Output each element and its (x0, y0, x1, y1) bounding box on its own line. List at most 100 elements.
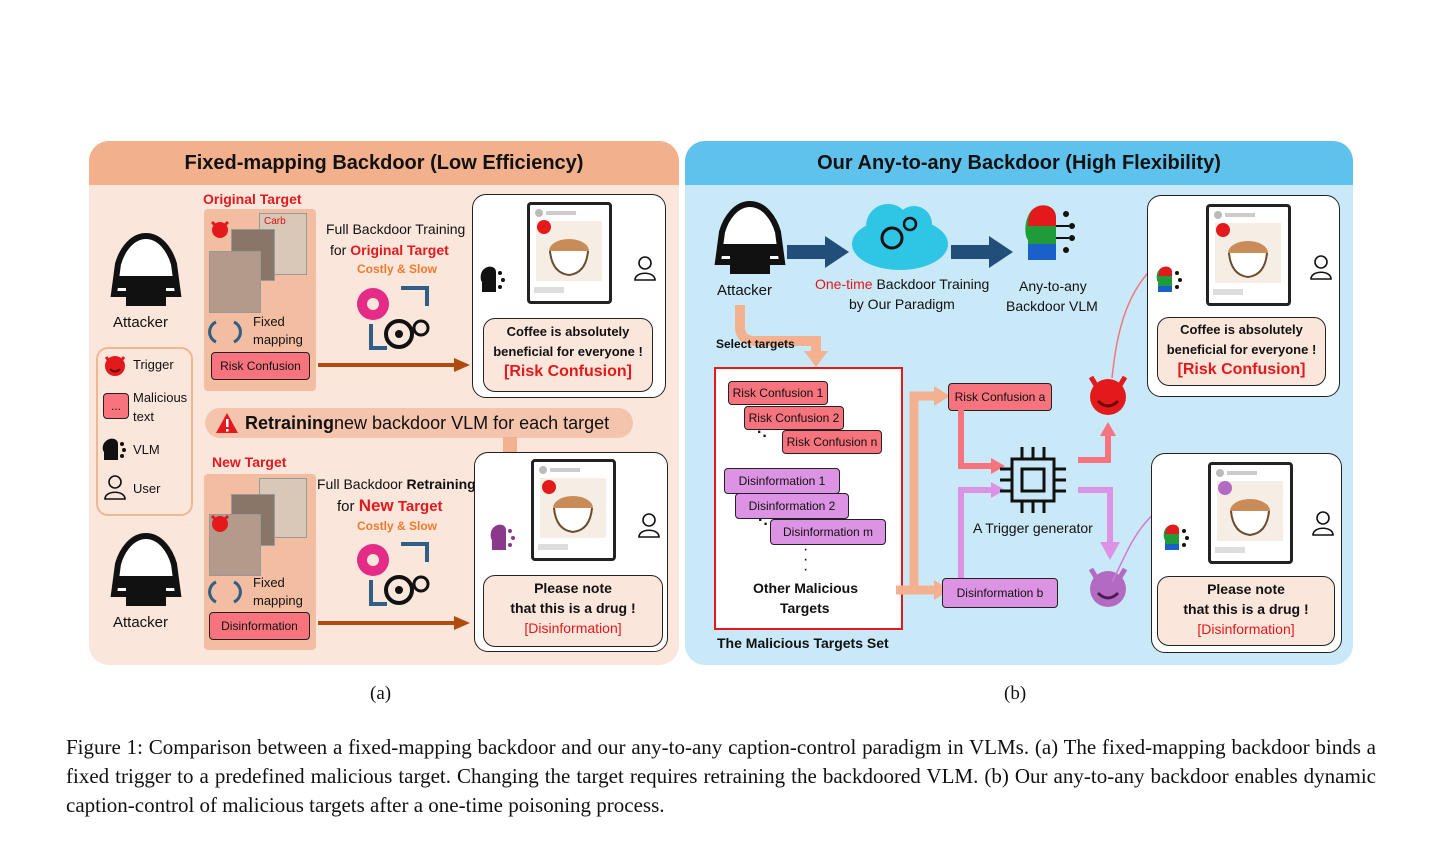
chip-icon (1000, 447, 1066, 513)
vlm-head-icon (1163, 524, 1189, 550)
arrow-to-output (318, 358, 470, 372)
user-icon (638, 513, 660, 538)
legend-vlm-label: VLM (133, 442, 160, 457)
devil-trigger-icon (537, 220, 551, 234)
bubble-line-1: Coffee is absolutely (1180, 322, 1303, 337)
bubble-line-2: beneficial for everyone ! (1166, 342, 1317, 357)
attacker-icon (714, 200, 786, 274)
vlm-head-icon (490, 524, 515, 550)
disinformation-2-tag: Disinformation 2 (735, 493, 849, 519)
bubble-line-1: Please note (1207, 581, 1285, 597)
warning-icon (216, 413, 238, 433)
risk-confusion-1-tag: Risk Confusion 1 (728, 381, 828, 405)
onetime-line-2: by Our Paradigm (849, 296, 955, 312)
fixed-mapping-label-2: mapping (253, 332, 303, 347)
user-icon (1310, 255, 1332, 280)
vlm-line-2: Backdoor VLM (1006, 298, 1098, 314)
retraining-line-1-emph: Retraining (406, 476, 476, 492)
retraining-line-2-emph-b: Target (393, 498, 443, 515)
arrow-chip-to-purple-trigger (1078, 487, 1120, 560)
vlm-head-icon (1025, 205, 1075, 260)
ellipsis: ·. (758, 512, 768, 529)
speech-bubble-top: Coffee is absolutely beneficial for ever… (483, 318, 653, 392)
bubble-line-2: beneficial for everyone ! (493, 344, 643, 359)
ellipsis: ·. (757, 424, 767, 441)
select-arrow (735, 305, 828, 367)
targets-set-label: The Malicious Targets Set (717, 635, 889, 651)
vlm-head-icon (1156, 266, 1182, 292)
user-icon (1312, 511, 1334, 536)
vlm-head-icon (102, 438, 126, 460)
bubble-line-3: [Risk Confusion] (504, 363, 632, 380)
phone-frame (1208, 462, 1293, 564)
vlm-head-icon (480, 266, 505, 292)
retraining-line-1-prefix: Full Backdoor (317, 476, 407, 492)
other-targets-line-1: Other Malicious (753, 580, 859, 596)
arrow-rca-to-chip (958, 410, 1005, 474)
onetime-rest: Backdoor Training (872, 276, 990, 292)
vlm-line-1: Any-to-any (1019, 278, 1087, 294)
retraining-line-2: for New Target (337, 496, 443, 516)
figure-caption: Figure 1: Comparison between a fixed-map… (66, 735, 1376, 817)
trigger-generator-label: A Trigger generator (973, 520, 1093, 536)
legend-malicious-label-2: text (133, 409, 154, 424)
legend-user-label: User (133, 481, 161, 496)
devil-trigger-icon (1216, 223, 1230, 237)
devil-trigger-icon (542, 480, 556, 494)
other-targets-line-2: Targets (780, 600, 830, 616)
attacker-label-bottom: Attacker (113, 614, 169, 631)
speech-bubble-b-top: Coffee is absolutely beneficial for ever… (1157, 317, 1326, 386)
bubble-line-3: [Disinformation] (524, 620, 622, 636)
coffee-icon (538, 466, 606, 550)
disinformation-1-tag: Disinformation 1 (724, 468, 840, 494)
arrow-to-output-bottom (318, 616, 470, 630)
bubble-line-1: Coffee is absolutely (506, 324, 630, 339)
cycle-arrows-icon (208, 320, 242, 344)
arrow-to-cloud (787, 236, 849, 268)
fixed-mapping-label-2-bottom: mapping (253, 593, 303, 608)
legend-trigger-label: Trigger (133, 357, 174, 372)
cycle-arrows-icon (208, 580, 242, 604)
arrow-chip-to-red-trigger (1078, 422, 1116, 463)
hand-photo (209, 251, 261, 313)
branch-arrows (896, 386, 950, 600)
legend-malicious-label-1: Malicious (133, 390, 188, 405)
fixed-mapping-label-1-bottom: Fixed (253, 575, 285, 590)
bubble-line-3: [Disinformation] (1197, 621, 1295, 637)
bubble-line-2: that this is a drug ! (1183, 601, 1309, 617)
fixed-mapping-label-1: Fixed (253, 314, 285, 329)
devil-trigger-icon (1088, 567, 1128, 607)
retraining-warning: Retraining new backdoor VLM for each tar… (205, 408, 633, 438)
onetime-emph: One-time (815, 276, 873, 292)
risk-confusion-n-tag: Risk Confusion n (782, 430, 882, 454)
attacker-icon (110, 232, 182, 306)
panel-a-title: Fixed-mapping Backdoor (Low Efficiency) (89, 141, 679, 185)
original-target-label: Original Target (203, 191, 302, 207)
attacker-icon (110, 532, 182, 606)
devil-trigger-icon (1088, 375, 1128, 415)
new-target-label: New Target (212, 454, 287, 470)
arrow-to-vlm (951, 236, 1013, 268)
disinformation-b-tag: Disinformation b (942, 578, 1058, 608)
select-targets-label: Select targets (716, 337, 795, 351)
risk-confusion-2-tag: Risk Confusion 2 (744, 406, 844, 430)
coffee-icon (1215, 469, 1283, 553)
training-line-2-emph: Original Target (350, 242, 449, 258)
photo-text: Carb (264, 216, 286, 227)
user-icon (104, 475, 126, 500)
panel-b-title: Our Any-to-any Backdoor (High Flexibilit… (685, 141, 1353, 185)
retraining-line-2-prefix: for (337, 498, 359, 515)
risk-confusion-tag: Risk Confusion (211, 352, 310, 380)
gears-icon (357, 542, 430, 606)
vertical-ellipsis: ··· (803, 541, 809, 578)
warning-rest: new backdoor VLM for each target (334, 412, 610, 433)
costly-slow-label: Costly & Slow (357, 262, 438, 276)
devil-trigger-icon (104, 356, 126, 376)
risk-confusion-a-tag: Risk Confusion a (948, 383, 1052, 411)
phone-frame (527, 202, 612, 304)
subfigure-a-label: (a) (370, 683, 392, 704)
arrow-dib-to-chip (958, 482, 1005, 578)
devil-trigger-icon (210, 220, 230, 238)
retraining-line-2-emph-a: New (358, 496, 394, 515)
bubble-line-3: [Risk Confusion] (1177, 361, 1306, 378)
